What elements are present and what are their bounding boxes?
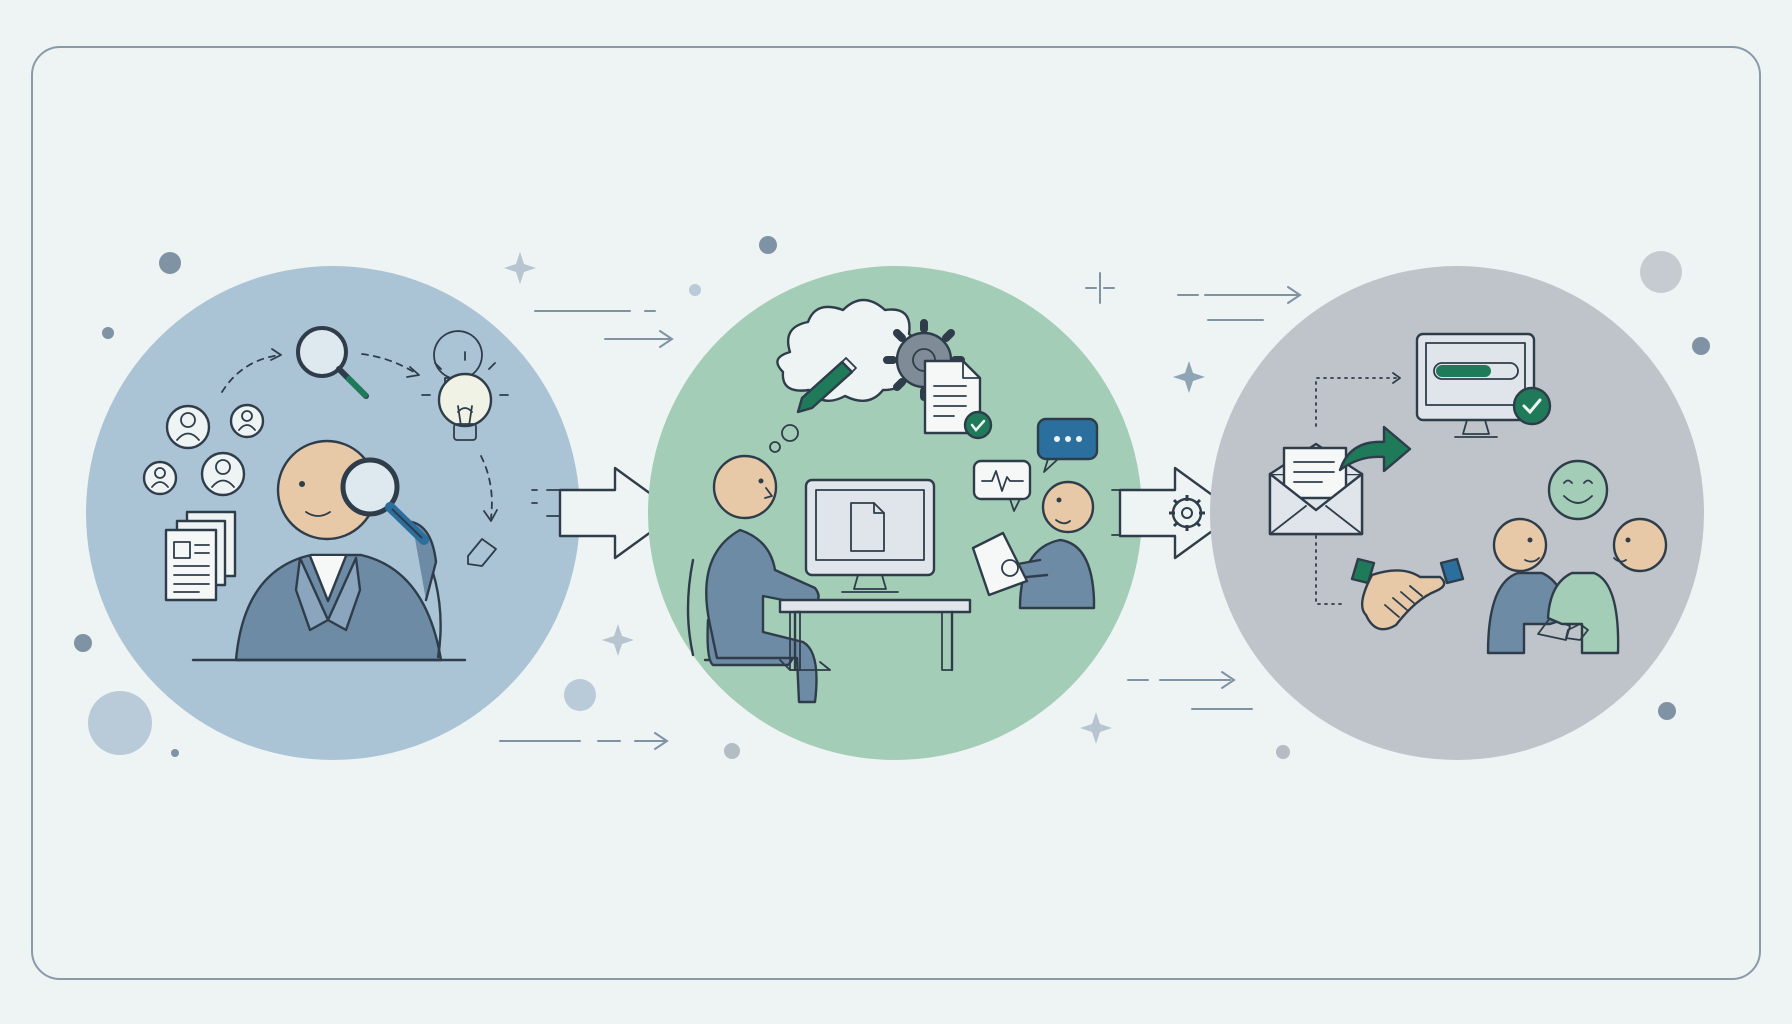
assistant-figure xyxy=(1005,480,1096,610)
chat-bubble-icon xyxy=(1036,417,1099,473)
handshake-icon xyxy=(1350,557,1465,631)
check-badge-icon xyxy=(1512,386,1552,426)
user-icon xyxy=(165,404,211,450)
progress-bar-fill xyxy=(1436,365,1491,377)
user-icon xyxy=(200,451,246,497)
waveform-icon xyxy=(972,459,1032,512)
documents-icon xyxy=(164,510,237,602)
arrow-create-to-deliver xyxy=(1111,466,1239,560)
arrow-research-to-create xyxy=(531,466,679,560)
researcher-figure xyxy=(191,439,467,662)
pen-icon xyxy=(796,357,857,414)
smiley-icon xyxy=(1547,459,1609,521)
lightbulb-icon xyxy=(421,330,509,441)
share-arrow-icon xyxy=(1338,425,1412,473)
progress-monitor-icon xyxy=(1415,332,1536,438)
stage-create xyxy=(648,266,1239,760)
desk xyxy=(778,598,972,672)
stage-deliver-circle xyxy=(1210,266,1704,760)
pencil-icon xyxy=(467,538,497,567)
workstation-figure xyxy=(686,454,831,704)
stage-deliver xyxy=(1210,266,1704,760)
partner-figure xyxy=(1546,517,1668,655)
user-icon xyxy=(142,460,178,496)
document-check-icon xyxy=(923,359,993,440)
user-icon xyxy=(229,403,265,439)
stage-research xyxy=(86,266,679,760)
decorative-lines xyxy=(499,272,1302,750)
decorative-elements xyxy=(74,236,1710,759)
computer-monitor-icon xyxy=(804,478,936,593)
magnifier-icon xyxy=(296,326,369,399)
envelope-icon xyxy=(1268,442,1364,536)
document-icon xyxy=(971,531,1029,597)
